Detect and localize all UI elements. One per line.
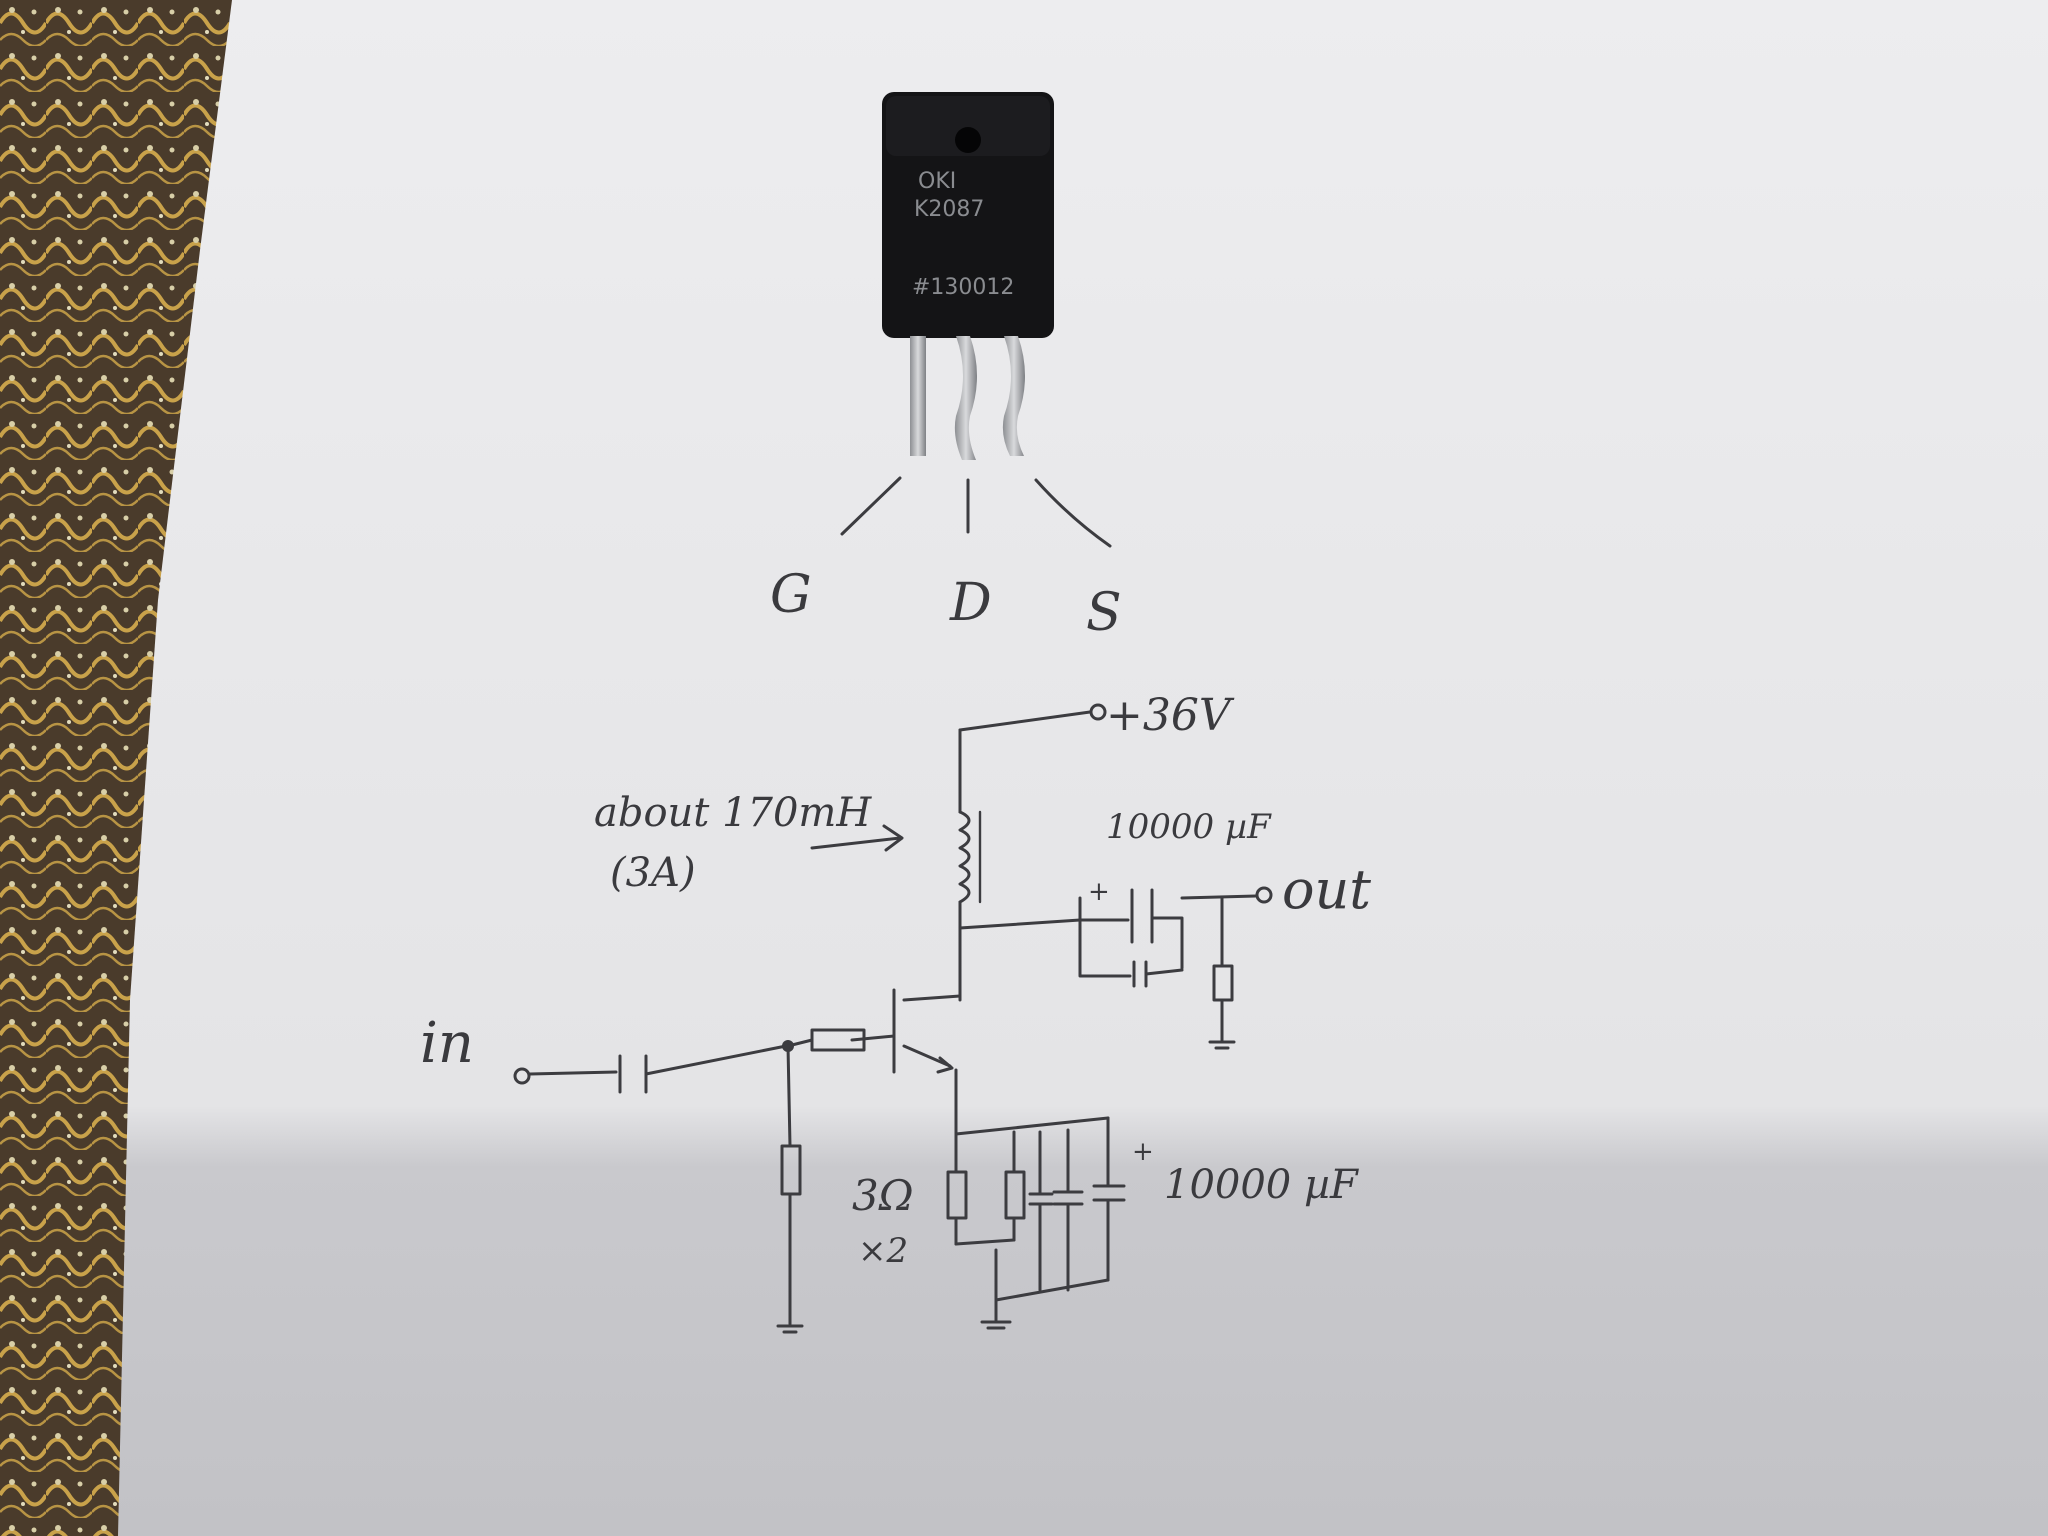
lead-gate — [910, 336, 926, 456]
inductor-note-line2: (3A) — [610, 850, 696, 896]
out-cap-label: 10000 µF — [1106, 807, 1272, 847]
inductor-note-line1: about 170mH — [594, 790, 872, 836]
in-label: in — [420, 1011, 474, 1076]
out-label: out — [1282, 858, 1371, 921]
part-number: K2087 — [914, 197, 984, 222]
svg-text:+: + — [1088, 877, 1110, 907]
svg-text:+: + — [1132, 1137, 1154, 1167]
pin-label-drain: D — [949, 573, 992, 633]
pin-label-source: S — [1086, 583, 1122, 643]
brand-mark: OKI — [918, 169, 956, 194]
source-cap-label: 10000 µF — [1164, 1162, 1359, 1208]
paper-sheet — [118, 0, 2048, 1536]
source-res-count: ×2 — [858, 1231, 908, 1271]
source-res-label: 3Ω — [852, 1171, 914, 1220]
transistor-tab — [886, 96, 1050, 156]
pin-callouts: G D S — [770, 476, 1122, 643]
schematic-drawing: +36V about 170mH (3A) 10000 µF + out in — [420, 690, 1371, 1334]
transistor-component: OKI K2087 #130012 — [882, 92, 1054, 460]
fet-symbol — [892, 988, 962, 1074]
pin-label-gate: G — [770, 565, 812, 625]
lead-source — [1002, 336, 1025, 456]
mounting-hole — [955, 127, 981, 153]
lead-drain — [954, 336, 977, 460]
inductor-arrow — [810, 824, 904, 852]
output-capacitor-plates — [1130, 888, 1154, 944]
inductor-symbol — [958, 810, 971, 904]
batch-code: #130012 — [912, 275, 1014, 300]
supply-label: +36V — [1106, 690, 1235, 741]
